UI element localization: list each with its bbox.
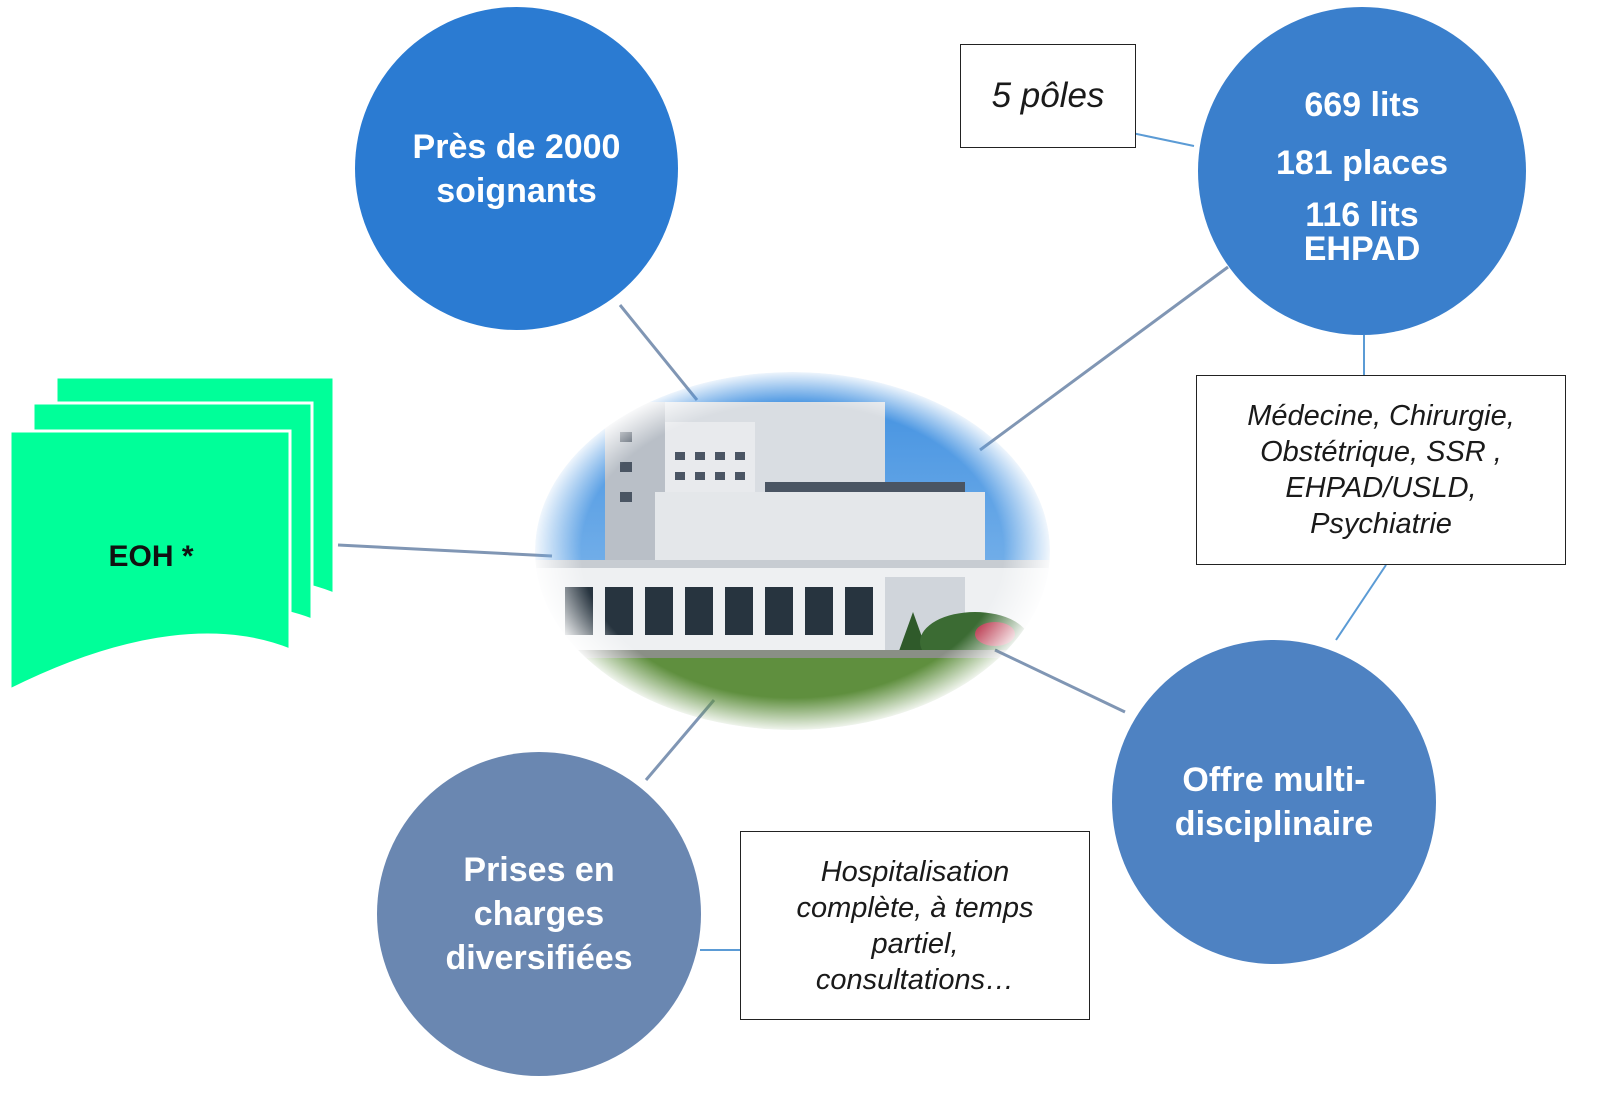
eoh-document-stack <box>8 375 336 693</box>
box-hospitalisation: Hospitalisation complète, à temps partie… <box>740 831 1090 1020</box>
circle-capacite: 669 lits 181 places 116 lits EHPAD <box>1198 7 1526 335</box>
connector-offre-specialites <box>1335 564 1387 641</box>
prises-line-2: charges <box>473 895 605 933</box>
hospitalisation-line-2: complète, à temps <box>796 891 1034 924</box>
specialites-line-2: Obstétrique, SSR , <box>1260 436 1502 468</box>
prises-line-1: Prises en <box>463 851 615 889</box>
specialites-line-4: Psychiatrie <box>1310 508 1452 540</box>
box-poles: 5 pôles <box>960 44 1136 148</box>
connector-offre <box>994 648 1126 714</box>
hospital-photo <box>535 372 1050 730</box>
soignants-line-2: soignants <box>436 171 597 210</box>
hospitalisation-line-4: consultations… <box>815 963 1015 996</box>
document-front <box>8 429 292 693</box>
poles-text: 5 pôles <box>991 76 1105 115</box>
capacite-places: 181 places <box>1275 144 1449 182</box>
circle-soignants: Près de 2000 soignants <box>355 7 678 330</box>
capacite-lits: 669 lits <box>1304 86 1420 124</box>
circle-prises: Prises en charges diversifiées <box>377 752 701 1076</box>
box-specialites: Médecine, Chirurgie, Obstétrique, SSR , … <box>1196 375 1566 565</box>
offre-line-1: Offre multi- <box>1182 761 1366 799</box>
circle-offre: Offre multi- disciplinaire <box>1112 640 1436 964</box>
specialites-text: Médecine, Chirurgie, Obstétrique, SSR , … <box>1247 398 1515 542</box>
connector-poles <box>1131 132 1195 147</box>
soignants-line-1: Près de 2000 <box>412 127 621 166</box>
hospital-building-illustration <box>535 372 1050 730</box>
specialites-line-3: EHPAD/USLD, <box>1285 472 1477 504</box>
hospitalisation-line-1: Hospitalisation <box>820 855 1010 888</box>
offre-line-2: disciplinaire <box>1174 805 1374 843</box>
connector-eoh <box>337 543 553 558</box>
capacite-ehpad-line-2: EHPAD <box>1303 230 1421 268</box>
hospitalisation-text: Hospitalisation complète, à temps partie… <box>797 854 1034 998</box>
prises-line-3: diversifiées <box>445 939 633 977</box>
specialites-line-1: Médecine, Chirurgie, <box>1247 400 1515 432</box>
connector-capacite <box>979 265 1229 452</box>
capacite-ehpad-line-1: 116 lits <box>1305 196 1419 234</box>
connector-soignants <box>618 304 699 401</box>
eoh-label: EOH * <box>108 540 194 573</box>
hospitalisation-line-3: partiel, <box>871 927 959 960</box>
